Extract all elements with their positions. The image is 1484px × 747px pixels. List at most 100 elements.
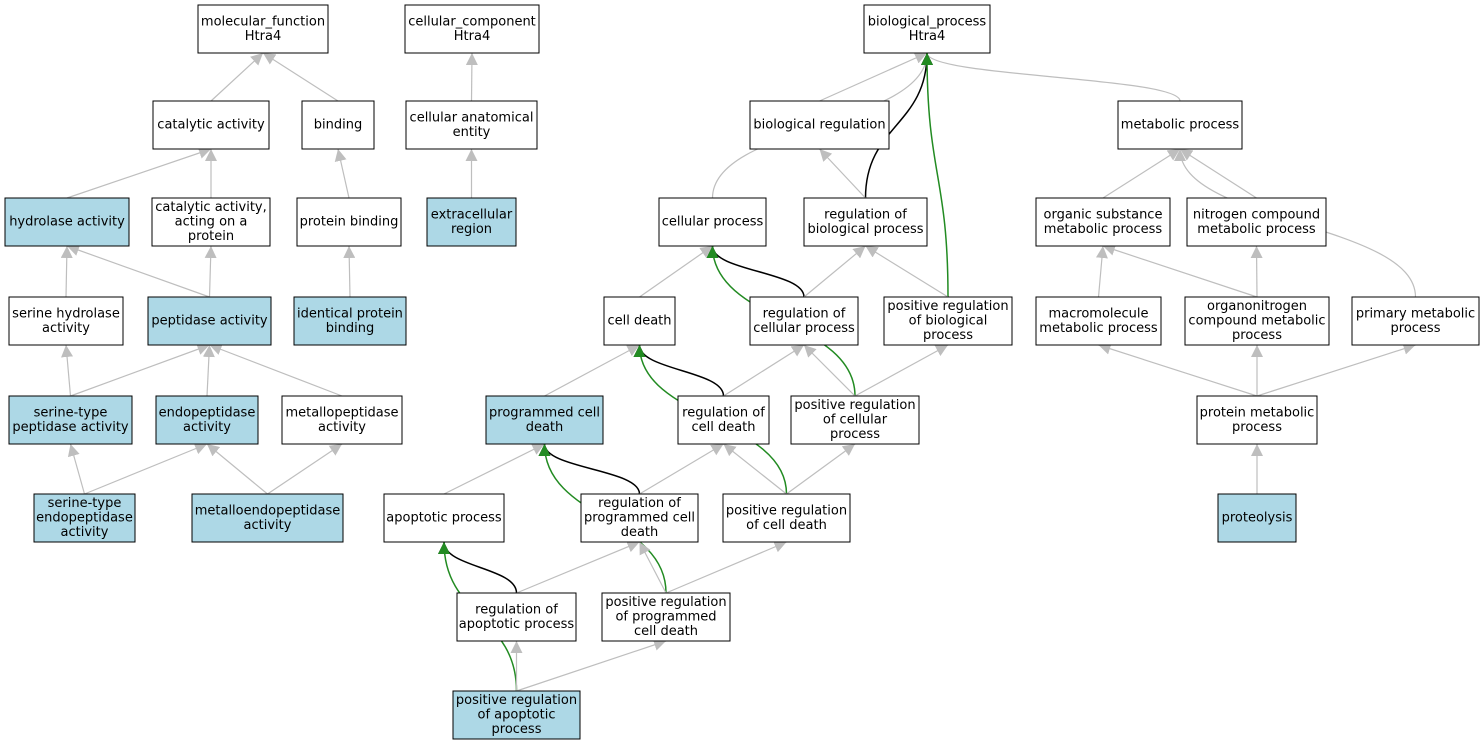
node-label-line: peptidase activity xyxy=(151,314,268,329)
node-label-line: metabolic process xyxy=(1121,118,1240,133)
node-box xyxy=(1186,197,1327,247)
go-term-node-peptidase: peptidase activity xyxy=(147,296,272,346)
node-box xyxy=(677,395,770,445)
node-label-line: serine hydrolase xyxy=(12,306,120,321)
node-box xyxy=(383,493,505,543)
edge-posregcd-to-posregcell xyxy=(786,443,856,495)
edge-posregapop-to-posregpcd xyxy=(516,639,667,692)
node-label-line: biological_process xyxy=(868,14,987,29)
edge-orgsub-to-metabolic xyxy=(1102,148,1181,199)
edge-layer xyxy=(60,52,1417,692)
node-label-line: Htra4 xyxy=(245,29,281,44)
edge-identprot-to-protbind xyxy=(343,245,356,298)
edge-protmet-to-macromol xyxy=(1098,342,1258,397)
edge-posregpcd-to-regpcd xyxy=(638,541,667,594)
go-term-node-binding: binding xyxy=(301,100,375,150)
node-label-line: of cell death xyxy=(746,518,827,533)
node-label-line: activity xyxy=(183,420,231,435)
node-box xyxy=(301,100,375,150)
node-label-line: entity xyxy=(453,125,491,140)
edge-serpep-to-peptidase xyxy=(70,343,210,397)
edge-bioreg-to-bp xyxy=(819,52,928,102)
node-label-line: molecular_function xyxy=(201,14,325,29)
node-label-line: hydrolase activity xyxy=(9,215,125,230)
edge-anatomical-to-cc xyxy=(465,52,478,102)
go-term-node-metabolic: metabolic process xyxy=(1117,100,1243,150)
edge-binding-to-mf xyxy=(262,52,339,102)
node-label-line: extracellular xyxy=(431,207,513,222)
node-label-line: binding xyxy=(326,321,374,336)
node-label-line: positive regulation xyxy=(794,398,915,413)
node-box xyxy=(281,395,403,445)
edge-metabolic-to-bp xyxy=(921,52,1181,102)
edge-regcell-to-cellproc xyxy=(706,245,805,298)
edge-organonitro-to-orgsub xyxy=(1102,244,1258,298)
node-box xyxy=(883,296,1013,346)
node-label-line: identical protein xyxy=(297,306,403,321)
node-box xyxy=(1117,100,1243,150)
edge-regpcd-to-regcd xyxy=(639,443,724,495)
go-term-node-protbind: protein binding xyxy=(296,197,402,247)
edge-posregbio-to-bp xyxy=(921,52,949,298)
node-label-line: activity xyxy=(318,420,366,435)
edge-macromol-to-orgsub xyxy=(1095,245,1108,298)
node-label-line: process xyxy=(923,328,973,343)
node-label-line: organonitrogen xyxy=(1207,299,1307,314)
node-box xyxy=(803,197,928,247)
node-box xyxy=(1035,296,1162,346)
node-label-line: Htra4 xyxy=(454,29,490,44)
node-label-line: regulation of xyxy=(763,306,846,321)
node-box xyxy=(405,100,538,150)
node-box xyxy=(8,395,133,445)
node-label-line: cell death xyxy=(607,314,671,329)
go-term-node-proteolysis: proteolysis xyxy=(1217,493,1297,543)
node-label-line: programmed cell xyxy=(584,511,695,526)
edge-pcd-to-celldeath xyxy=(544,344,640,397)
edge-posregcell-to-posregbio xyxy=(854,344,949,397)
edge-hydrolase-to-catalytic xyxy=(66,147,212,199)
node-label-line: of apoptotic xyxy=(478,708,556,723)
node-box xyxy=(485,395,604,445)
node-label-line: metabolic process xyxy=(1197,222,1316,237)
node-label-line: protein xyxy=(188,229,234,244)
edge-regcd-to-regcell xyxy=(723,344,805,397)
node-label-line: protein binding xyxy=(300,215,399,230)
node-box xyxy=(452,690,581,740)
node-label-line: region xyxy=(451,222,492,237)
node-box xyxy=(155,395,259,445)
node-box xyxy=(863,4,991,54)
node-label-line: process xyxy=(1391,321,1441,336)
go-term-node-celldeath: cell death xyxy=(603,296,676,346)
node-box xyxy=(456,592,577,642)
node-label-line: cellular process xyxy=(753,321,855,336)
edge-celldeath-to-cellproc xyxy=(639,245,713,298)
node-layer: molecular_functionHtra4cellular_componen… xyxy=(4,4,1480,740)
edge-posregbio-to-regbio xyxy=(865,245,949,298)
node-box xyxy=(749,296,859,346)
node-label-line: catalytic activity, xyxy=(155,200,267,215)
edge-peptidase-to-catprot xyxy=(204,245,217,298)
node-label-line: positive regulation xyxy=(726,503,847,518)
node-label-line: death xyxy=(526,420,564,435)
edge-protmet-to-primary xyxy=(1256,342,1416,397)
node-box xyxy=(580,493,699,543)
node-label-line: of cellular xyxy=(823,413,888,428)
edge-serendo-to-serpep xyxy=(67,443,86,495)
edge-metallopep-to-peptidase xyxy=(209,343,343,397)
node-box xyxy=(1217,493,1297,543)
edge-serpep-to-serhyd xyxy=(61,344,74,397)
